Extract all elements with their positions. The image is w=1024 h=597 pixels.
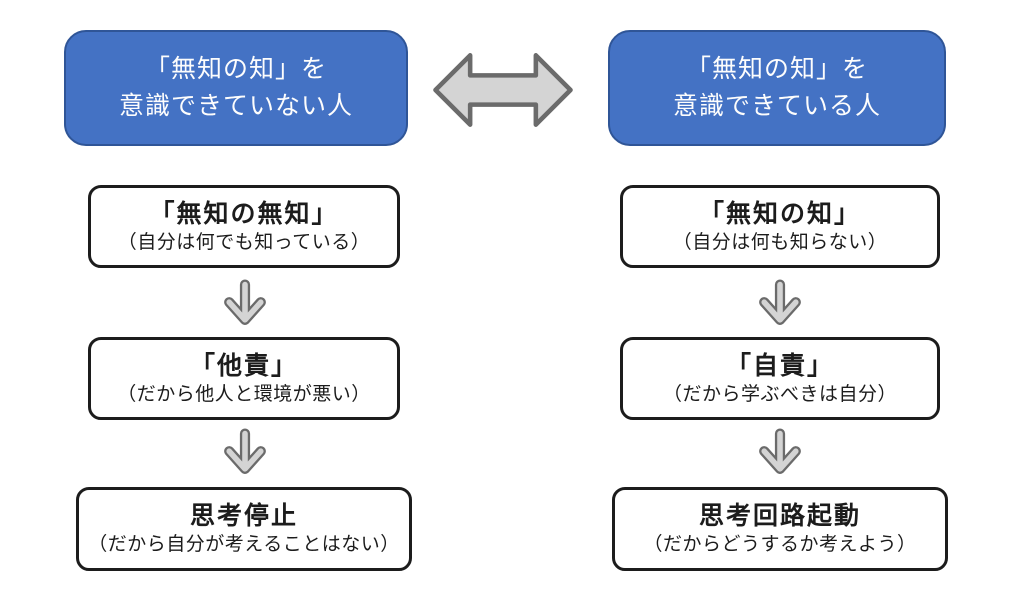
flow-box-left-3-title: 思考停止 — [189, 502, 298, 530]
flow-box-left-3-subtitle: （だから自分が考えることはない） — [88, 534, 400, 555]
header-unaware-line2: 意識できていない人 — [118, 92, 353, 120]
down-arrow-icon — [759, 428, 801, 474]
header-box-unaware: 「無知の知」を 意識できていない人 — [64, 30, 408, 146]
header-unaware-line1: 「無知の知」を — [144, 55, 327, 83]
flow-box-right-2: 「自責」 （だから学ぶべきは自分） — [620, 337, 940, 420]
flow-box-left-2-title: 「他責」 — [189, 351, 298, 380]
double-arrow-icon — [433, 53, 573, 127]
flow-box-left-1-title: 「無知の無知」 — [149, 199, 339, 228]
flow-box-right-3: 思考回路起動 （だからどうするか考えよう） — [612, 487, 948, 571]
header-aware-line2: 意識できている人 — [672, 92, 881, 120]
flow-box-left-2: 「他責」 （だから他人と環境が悪い） — [88, 337, 400, 420]
flow-box-right-2-title: 「自責」 — [725, 351, 834, 380]
down-arrow-icon — [759, 279, 801, 325]
flow-box-right-2-subtitle: （だから学ぶべきは自分） — [662, 383, 897, 405]
flow-box-right-1-subtitle: （自分は何も知らない） — [672, 231, 888, 253]
flow-box-left-3: 思考停止 （だから自分が考えることはない） — [76, 487, 412, 571]
down-arrow-icon — [224, 279, 266, 325]
flow-box-right-3-subtitle: （だからどうするか考えよう） — [643, 534, 917, 555]
header-box-aware: 「無知の知」を 意識できている人 — [608, 30, 946, 146]
header-aware-line1: 「無知の知」を — [685, 55, 868, 83]
flow-box-right-1: 「無知の知」 （自分は何も知らない） — [620, 185, 940, 268]
flow-box-right-1-title: 「無知の知」 — [698, 199, 861, 228]
flow-box-left-1: 「無知の無知」 （自分は何でも知っている） — [88, 185, 400, 268]
flow-box-right-3-title: 思考回路起動 — [698, 502, 861, 530]
down-arrow-icon — [224, 428, 266, 474]
flow-box-left-1-subtitle: （自分は何でも知っている） — [117, 231, 371, 253]
flow-box-left-2-subtitle: （だから他人と環境が悪い） — [117, 383, 371, 405]
